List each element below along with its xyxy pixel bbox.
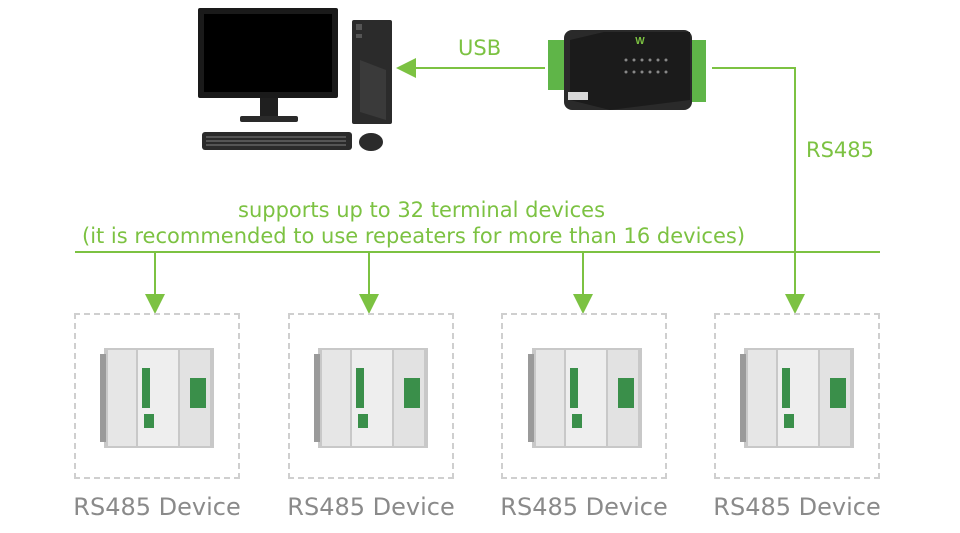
device-frame-4 — [714, 313, 880, 479]
device-label-1: RS485 Device — [73, 493, 241, 521]
usb-to-rs485-converter-icon: W — [548, 30, 706, 110]
bus-capacity-note: supports up to 32 terminal devices — [238, 198, 606, 222]
device-frame-1 — [74, 313, 240, 479]
bus-repeater-note: (it is recommended to use repeaters for … — [82, 224, 746, 248]
device-frame-2 — [288, 313, 454, 479]
rs485-device-icon-3 — [528, 348, 642, 448]
device-frame-3 — [501, 313, 667, 479]
usb-label: USB — [458, 36, 502, 60]
desktop-pc-icon — [198, 8, 392, 151]
rs485-device-icon-4 — [740, 348, 854, 448]
rs485-link-line — [712, 67, 805, 314]
rs485-device-icon-2 — [314, 348, 428, 448]
device-label-4: RS485 Device — [713, 493, 881, 521]
converter-logo: W — [635, 36, 645, 47]
rs485-device-icon-1 — [100, 348, 214, 448]
device-label-2: RS485 Device — [287, 493, 455, 521]
device-label-3: RS485 Device — [500, 493, 668, 521]
rs485-label: RS485 — [806, 138, 875, 162]
